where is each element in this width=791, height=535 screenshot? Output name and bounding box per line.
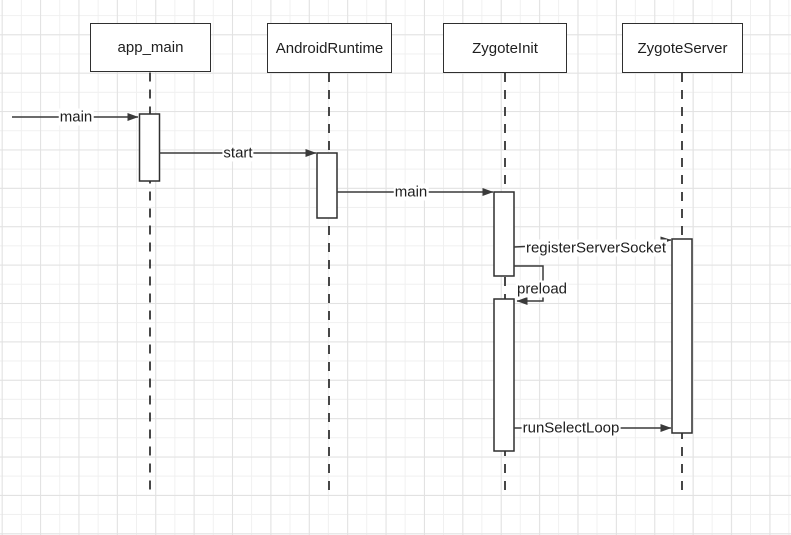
activation-zygote-init-2[interactable] <box>493 298 515 452</box>
activation-zygote-init-1[interactable] <box>493 191 515 277</box>
message-label-register-server-socket[interactable]: registerServerSocket <box>524 239 668 257</box>
participant-label: ZygoteServer <box>637 39 728 57</box>
participant-label: ZygoteInit <box>472 39 538 57</box>
message-label-start[interactable]: start <box>222 144 254 162</box>
activation-app-main[interactable] <box>138 113 161 182</box>
participant-app-main[interactable]: app_main <box>90 23 211 72</box>
participant-zygote-init[interactable]: ZygoteInit <box>443 23 567 73</box>
participant-android-runtime[interactable]: AndroidRuntime <box>267 23 392 73</box>
message-label-preload[interactable]: preload <box>515 280 569 298</box>
activation-zygote-server[interactable] <box>671 238 693 434</box>
activation-android-runtime[interactable] <box>316 152 338 219</box>
message-label-main-external[interactable]: main <box>58 108 94 126</box>
participant-label: AndroidRuntime <box>275 39 384 57</box>
message-label-run-select-loop[interactable]: runSelectLoop <box>521 419 621 437</box>
message-label-main[interactable]: main <box>393 183 429 201</box>
participant-zygote-server[interactable]: ZygoteServer <box>622 23 743 73</box>
participant-label: app_main <box>117 39 184 56</box>
